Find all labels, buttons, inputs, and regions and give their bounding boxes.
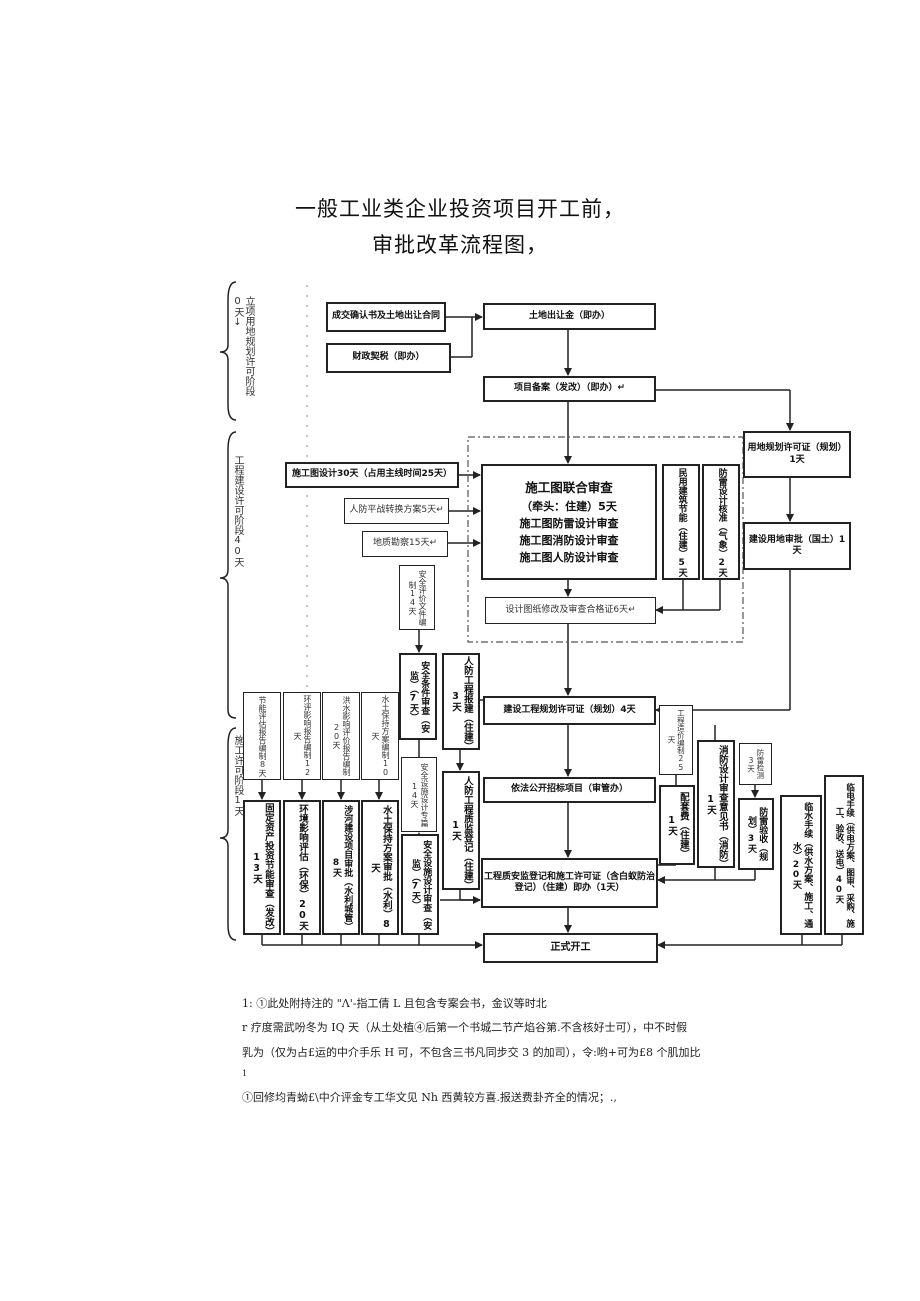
diagram-title-line1: 一般工业类企业投资项目开工前， [295, 197, 625, 221]
project-filing-box: 项目备案（发改）（即办）↵ [483, 376, 656, 402]
safety-facility-design-box: 安全设施设计专篇14天 [401, 757, 437, 832]
lightning-design-approval-box: 防雷设计核准（气象）2天 [702, 464, 740, 580]
land-grant-fee-box: 土地出让金（即办） [483, 303, 656, 330]
diagram-title-line2: 审批改革流程图， [372, 233, 548, 257]
deed-tax-box: 财政契税（即办） [326, 343, 451, 373]
fire-review-opinion-box: 消防设计审查意见书（消防）1天 [697, 740, 735, 868]
safety-condition-review-box: 安全条件审查（安监）（7天） [399, 653, 437, 740]
safety-assessment-box: 安全评价文件编制14天 [399, 565, 435, 630]
building-energy-box: 民用建筑节能（住建）5天 [662, 464, 700, 580]
drawing-revision-box: 设计图纸修改及审查合格证6天↵ [485, 597, 656, 624]
phase-2-label: 工程建设许可阶段40天 [232, 455, 243, 567]
footnote-line-4: 1 [242, 1069, 248, 1078]
energy-report-box: 节能评估报告编制8天 [243, 692, 281, 780]
river-project-approval-box: 涉河建设项目审批（水利城管）8天 [322, 800, 360, 935]
footnote-line-5: ①回修均青蚴£\中介评金专工华文见 Nh 西黄较方喜.报送费卦齐全的情况；., [242, 1091, 617, 1104]
soil-plan-box: 水土保持方案编制10天 [361, 692, 399, 780]
joint-review-title: 施工图联合审查 [525, 480, 613, 496]
public-bidding-box: 依法公开招标项目（审管办） [483, 777, 656, 803]
flood-report-box: 洪水影响评价报告编制20天 [322, 692, 360, 780]
safety-facility-review-box: 安全设施设计审查（安监）（7天） [401, 834, 439, 935]
eia-report-box: 环评影响报告编制12天 [283, 692, 321, 780]
lightning-detection-box: 防雷检测3天 [739, 743, 772, 785]
joint-review-lead: （牵头：住建）5天 [521, 499, 617, 513]
footnote-line-3: 乳为（仅为占£运的中介手乐 H 可，不包含三书凡同步交 3 的加司），令:哟+可… [242, 1046, 701, 1059]
supporting-fee-box: 配套费（住建）1天 [659, 785, 695, 865]
phase-1-label: 立项用地规划许可阶段0天↓ [232, 296, 254, 396]
civil-defense-plan-box: 人防平战转换方案5天↵ [344, 498, 449, 524]
fixed-asset-energy-review-box: 固定资产投资节能审查（发改）13天 [243, 800, 281, 935]
soil-plan-approval-box: 水土保持方案审批（水利）8天 [361, 800, 399, 935]
land-approval-box: 建设用地审批（国土）1天 [743, 522, 851, 570]
phase-3-label: 施工许可阶段1天 [232, 735, 243, 816]
temporary-power-box: 临电手续（供电方案、图审、采购、施工、验收、送电）40天 [824, 775, 864, 935]
footnote-line-1: 1: ①此处附持注的 "Λ'-指工倩 L 且包含专案会书，金议等时北 [242, 997, 547, 1010]
civil-defense-review-line: 施工图人防设计审查 [519, 550, 619, 564]
lightning-review-line: 施工图防雷设计审查 [519, 516, 619, 530]
lightning-acceptance-box: 防雷验收（规划）3天 [738, 798, 774, 870]
construction-drawing-design-box: 施工图设计30天（占用主线时间25天） [285, 462, 459, 488]
environmental-assessment-box: 环境影响评估（环保）20天 [283, 800, 321, 935]
fire-review-line: 施工图消防设计审查 [519, 533, 619, 547]
geological-survey-box: 地质勘察15天↵ [362, 531, 448, 557]
construction-permit-box: 工程质安监登记和施工许可证（含白蚁防治登记）（住建）即办（1天） [481, 858, 658, 908]
construction-planning-permit-box: 建设工程规划许可证（规划）4天 [483, 696, 656, 725]
cost-estimation-box: 工程造价编制25天 [659, 705, 693, 775]
civil-defense-quality-box: 人防工程质监登记（住建）1天 [442, 771, 480, 890]
formal-start-box: 正式开工 [483, 933, 658, 963]
civil-defense-filing-box: 人防工程报建（住建）3天 [442, 653, 480, 750]
temporary-water-box: 临水手续（供水方案、施工、通水）20天 [780, 795, 822, 935]
land-planning-permit-box: 用地规划许可证（规划）1天 [743, 431, 851, 478]
deal-confirmation-box: 成交确认书及土地出让合同 [326, 302, 446, 332]
joint-drawing-review-box: 施工图联合审查 （牵头：住建）5天 施工图防雷设计审查 施工图消防设计审查 施工… [481, 464, 657, 580]
footnote-line-2: r 疗度需武吩冬为 IQ 天（从土处植④后第一个书城二节产焰谷第.不含核好士可）… [242, 1021, 688, 1034]
